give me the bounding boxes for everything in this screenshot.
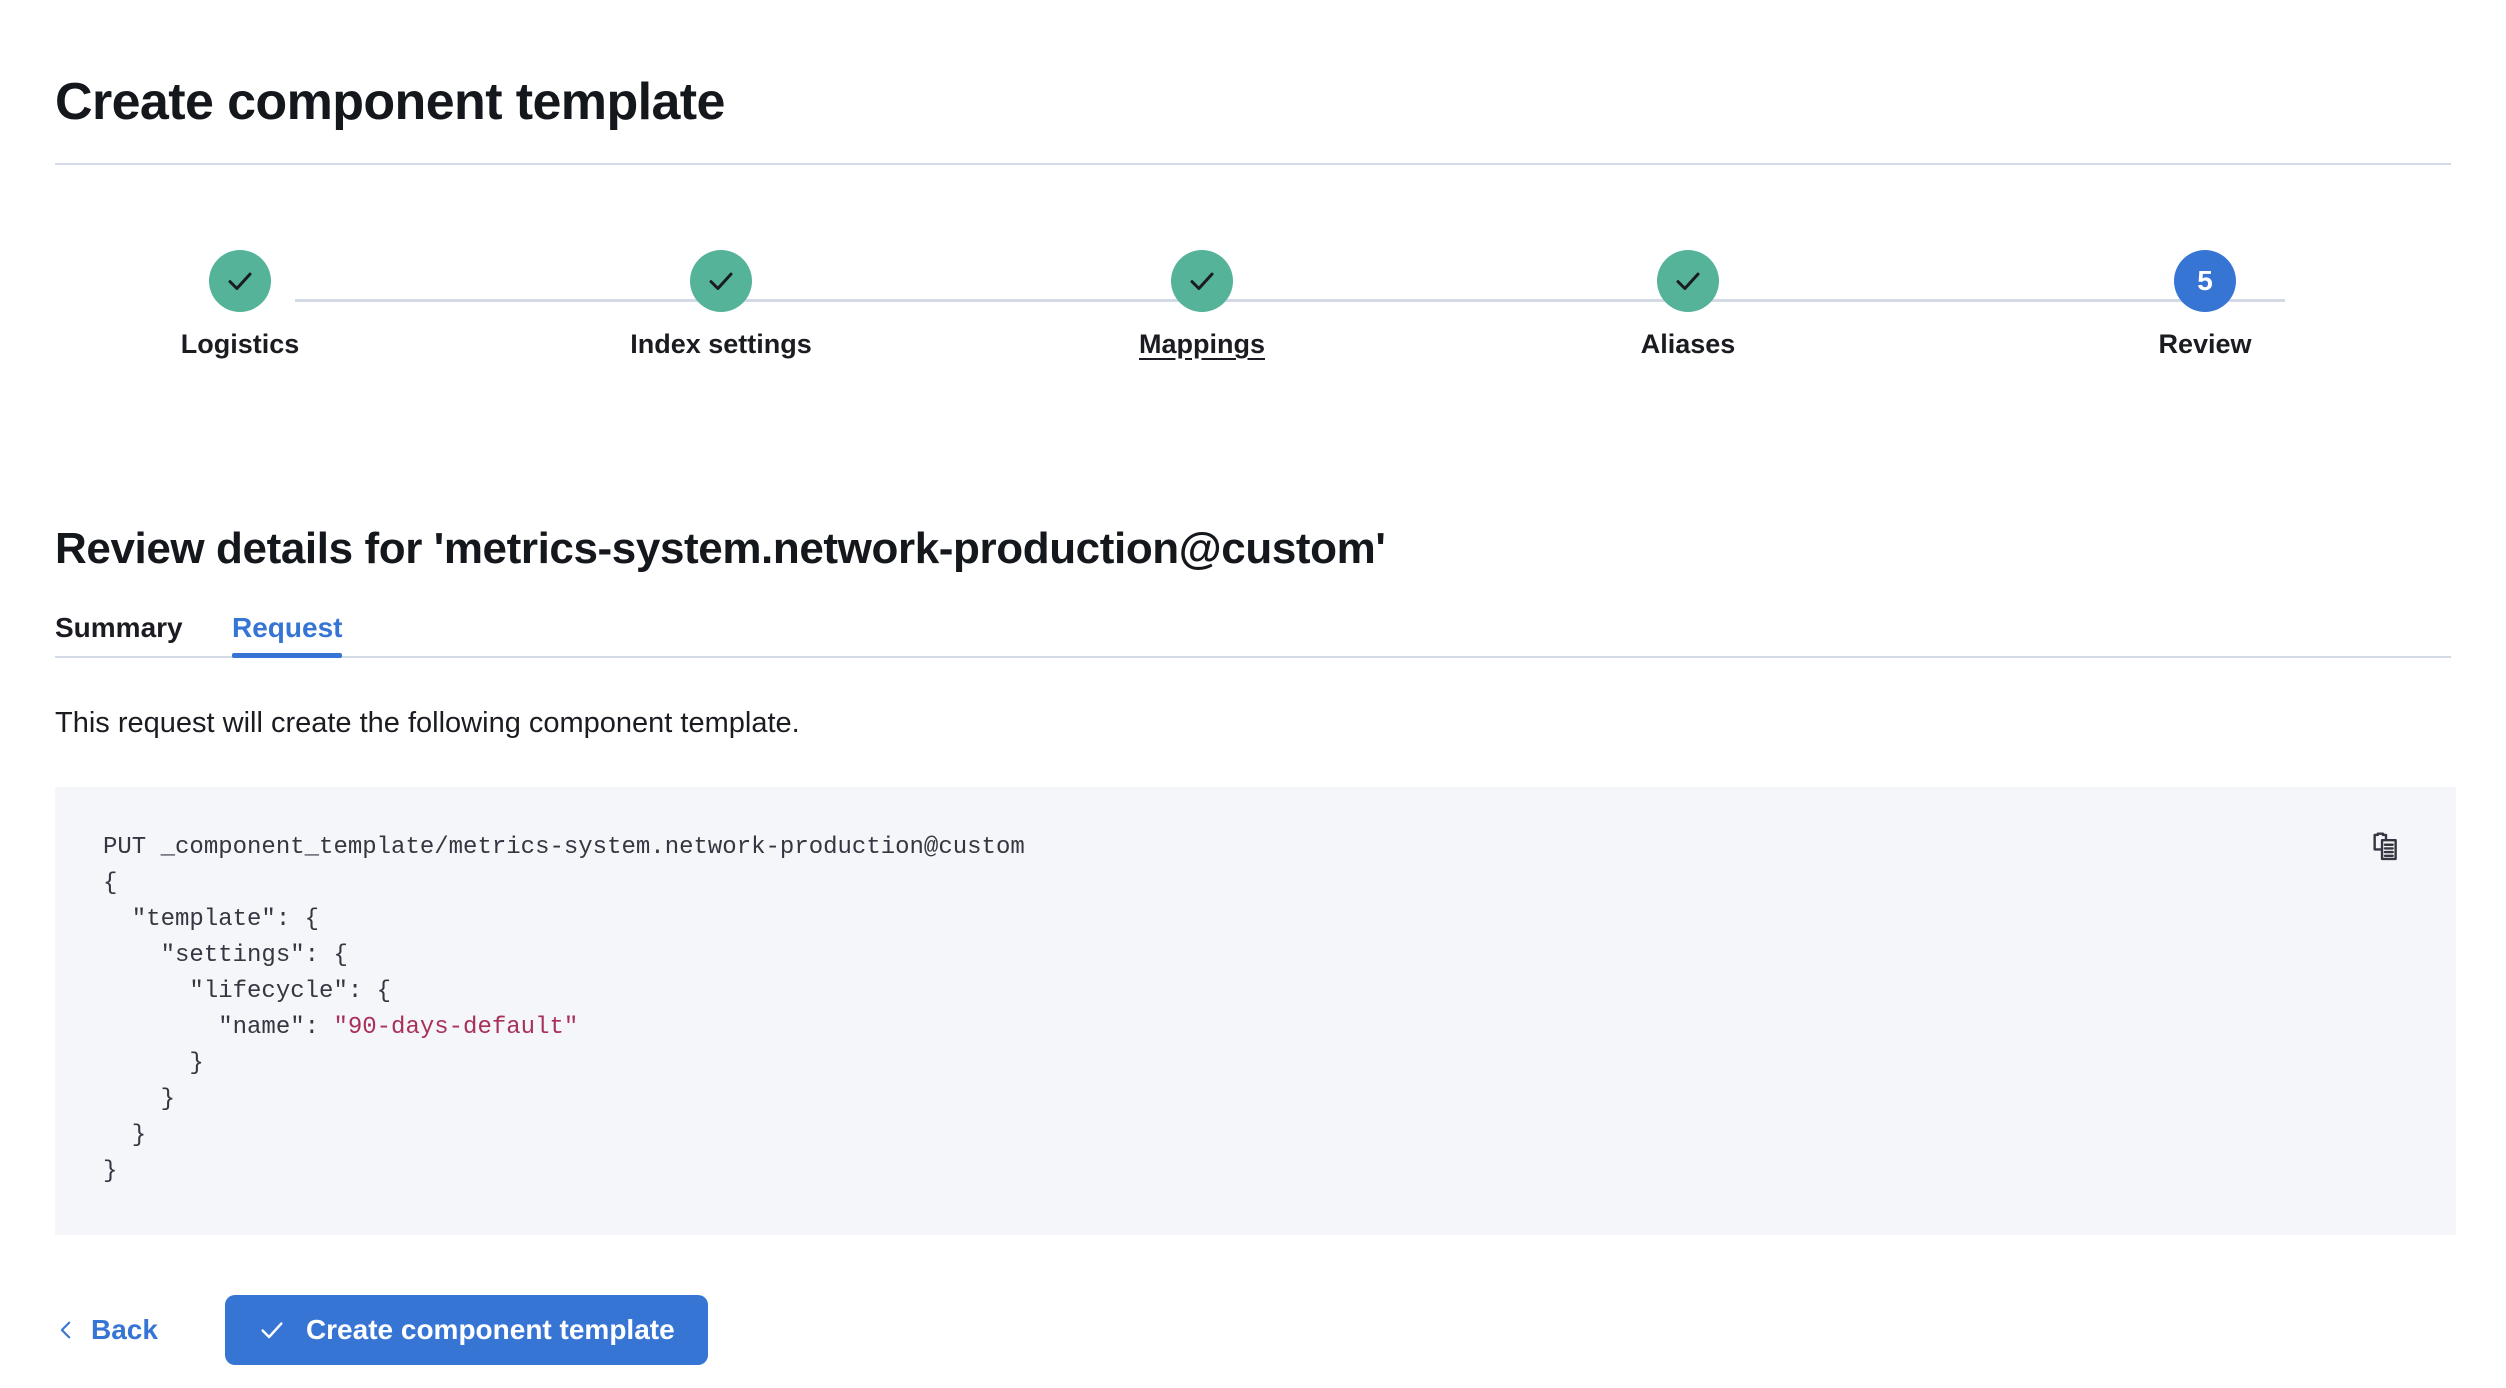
check-icon (1676, 272, 1700, 290)
review-heading: Review details for 'metrics-system.netwo… (55, 523, 1386, 573)
request-description: This request will create the following c… (55, 707, 800, 739)
check-icon (228, 272, 252, 290)
step-mappings[interactable]: Mappings (1022, 250, 1382, 360)
create-component-template-button[interactable]: Create component template (224, 1295, 708, 1365)
chevron-left-icon (60, 1321, 71, 1339)
back-button-label: Back (91, 1314, 158, 1345)
tab-summary[interactable]: Summary (55, 598, 183, 658)
step-aliases-circle[interactable] (1657, 250, 1719, 312)
step-mappings-label[interactable]: Mappings (1139, 329, 1265, 359)
step-logistics-label: Logistics (180, 329, 300, 359)
step-logistics[interactable]: Logistics (60, 250, 420, 360)
page-title: Create component template (55, 72, 725, 131)
code-line-close-2: } (103, 1086, 176, 1113)
wizard-stepper: Logistics Index settings Mappings Aliase… (55, 250, 2451, 400)
tabs-underline (55, 656, 2451, 658)
code-line-method: PUT _component_template/metrics-system.n… (103, 834, 1025, 861)
step-logistics-circle[interactable] (209, 250, 271, 312)
code-line-close-3: } (103, 1122, 147, 1149)
step-aliases[interactable]: Aliases (1508, 250, 1868, 360)
code-line-open-brace: { (103, 870, 118, 897)
copy-clipboard-icon (2373, 832, 2397, 861)
code-line-lifecycle: "lifecycle": { (103, 978, 392, 1005)
request-code-block: PUT _component_template/metrics-system.n… (55, 787, 2456, 1235)
step-mappings-circle[interactable] (1171, 250, 1233, 312)
copy-to-clipboard-button[interactable] (2364, 825, 2408, 869)
step-index-settings-circle[interactable] (690, 250, 752, 312)
tab-request[interactable]: Request (232, 598, 343, 658)
code-line-close-4: } (103, 1158, 118, 1185)
header-divider (55, 163, 2451, 165)
check-icon (261, 1322, 283, 1339)
create-component-template-button-label: Create component template (305, 1314, 675, 1345)
code-line-template: "template": { (103, 906, 320, 933)
stepper-connector-line (295, 299, 2285, 302)
step-index-settings-label: Index settings (630, 329, 812, 359)
check-icon (1190, 272, 1214, 290)
code-line-settings: "settings": { (103, 942, 348, 969)
code-line-name-value: "90-days-default" (333, 1014, 579, 1041)
code-line-name-key: "name": (103, 1014, 334, 1041)
wizard-footer: Back Create component template (55, 1295, 708, 1365)
step-review[interactable]: 5 Review (2025, 250, 2385, 360)
check-icon (709, 272, 733, 290)
request-code-text: PUT _component_template/metrics-system.n… (103, 830, 1025, 1190)
back-button[interactable]: Back (55, 1313, 168, 1347)
step-review-label: Review (2158, 329, 2252, 359)
code-line-close-1: } (103, 1050, 204, 1077)
review-tabs: Summary Request (55, 598, 2451, 658)
step-review-number: 5 (2197, 265, 2213, 296)
step-index-settings[interactable]: Index settings (541, 250, 901, 360)
step-review-circle[interactable]: 5 (2174, 250, 2236, 312)
step-aliases-label: Aliases (1640, 329, 1736, 359)
